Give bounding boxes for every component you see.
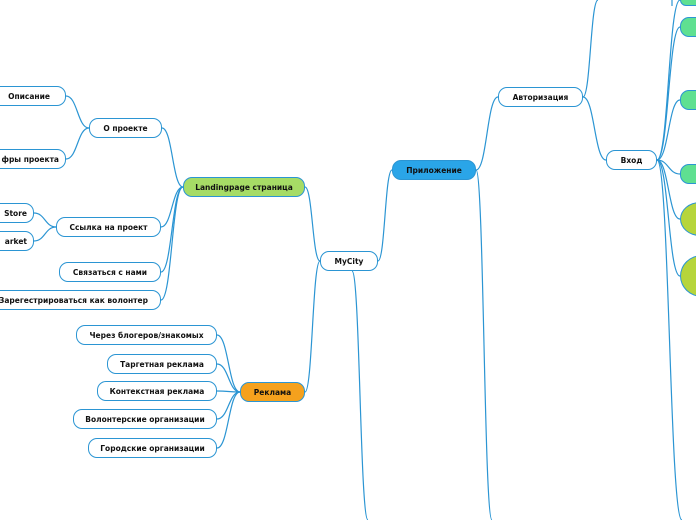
edge-about-description [65, 95, 90, 129]
node-login-child-2[interactable] [680, 17, 696, 37]
node-contact-us[interactable]: Связаться с нами [59, 262, 161, 282]
node-about-project[interactable]: О проекте [89, 118, 162, 138]
node-via-bloggers[interactable]: Через блогеров/знакомых [76, 325, 217, 345]
edge-landing-volunteer [160, 186, 184, 301]
node-login-child-3[interactable] [680, 90, 696, 110]
edge-link-market [33, 226, 57, 242]
node-login[interactable]: Вход [606, 150, 657, 170]
edge-auth-login [582, 96, 607, 161]
edge-landing-about [161, 127, 184, 188]
node-root[interactable]: MyCity [320, 251, 378, 271]
node-ads[interactable]: Реклама [240, 382, 305, 402]
edge-about-figures [65, 127, 90, 160]
node-volunteer-orgs[interactable]: Волонтерские организации [73, 409, 217, 429]
edge-login-child-5 [656, 159, 681, 220]
edge-root-offscreen [351, 270, 369, 520]
node-description[interactable]: Описание [0, 86, 66, 106]
node-project-link[interactable]: Ссылка на проект [56, 217, 161, 237]
edge-ads-bloggers [216, 334, 241, 393]
node-store[interactable]: Store [0, 203, 34, 223]
node-login-child-1[interactable] [680, 0, 696, 6]
edge-root-ads [304, 260, 321, 393]
edge-login-offscreen [656, 159, 683, 520]
edge-login-child-2 [656, 26, 681, 161]
node-authorization[interactable]: Авторизация [498, 87, 583, 107]
node-login-child-4[interactable] [680, 164, 696, 184]
edge-ads-targeted [216, 363, 241, 393]
edge-app-offscreen [475, 169, 493, 520]
node-targeted-ads[interactable]: Таргетная реклама [107, 354, 217, 374]
node-register-volunteer[interactable]: Зарегестрироваться как волонтер [0, 290, 161, 310]
edge-root-app [377, 169, 393, 262]
node-landingpage[interactable]: Landingpage страница [183, 177, 305, 197]
edge-auth-offscreen [582, 0, 599, 98]
edge-root-landing [304, 186, 321, 262]
edge-link-store [33, 212, 57, 228]
edge-ads-volorgs [216, 391, 241, 420]
edge-app-auth [475, 96, 499, 171]
node-market[interactable]: arket [0, 231, 34, 251]
node-city-orgs[interactable]: Городские организации [88, 438, 217, 458]
edge-login-child-6 [656, 159, 681, 277]
edge-landing-link [160, 186, 184, 228]
node-app[interactable]: Приложение [392, 160, 476, 180]
edge-login-child-1 [656, 0, 681, 161]
node-project-figures[interactable]: фры проекта [0, 149, 66, 169]
edge-login-child-3 [656, 99, 681, 161]
node-contextual-ads[interactable]: Контекстная реклама [97, 381, 217, 401]
edge-ads-cityorgs [216, 391, 241, 449]
edge-landing-contact [160, 186, 184, 273]
